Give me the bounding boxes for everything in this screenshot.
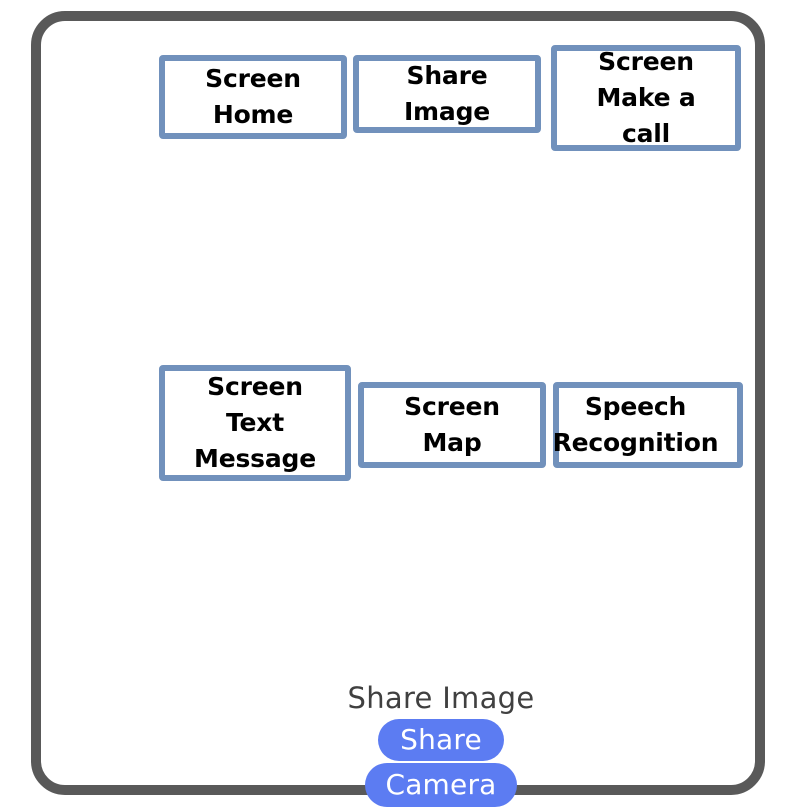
node-screen-home-label: Screen Home [205, 64, 301, 129]
share-option-camera[interactable]: Camera [365, 763, 517, 807]
node-speech-recognition-label: Speech Recognition [552, 392, 719, 457]
node-screen-home[interactable]: Screen Home [159, 55, 347, 139]
node-screen-make-a-call-label: Screen Make a call [596, 47, 696, 148]
node-speech-recognition[interactable]: Speech Recognition [553, 382, 743, 468]
node-screen-make-a-call[interactable]: Screen Make a call [551, 45, 741, 151]
node-screen-text-message[interactable]: Screen Text Message [159, 365, 351, 481]
node-screen-text-message-label: Screen Text Message [194, 372, 316, 473]
node-share-image-label: Share Image [403, 61, 491, 126]
share-option-share-label: Share [400, 723, 482, 756]
node-screen-map[interactable]: Screen Map [358, 382, 546, 468]
share-sheet: Share Image Share Camera [41, 681, 800, 807]
share-sheet-title: Share Image [347, 681, 535, 715]
device-frame: Screen Home Share Image Screen Make a ca… [31, 11, 765, 807]
share-option-share[interactable]: Share [378, 719, 504, 761]
share-option-camera-label: Camera [385, 768, 497, 801]
node-share-image[interactable]: Share Image [353, 55, 541, 133]
node-screen-map-label: Screen Map [404, 392, 500, 457]
